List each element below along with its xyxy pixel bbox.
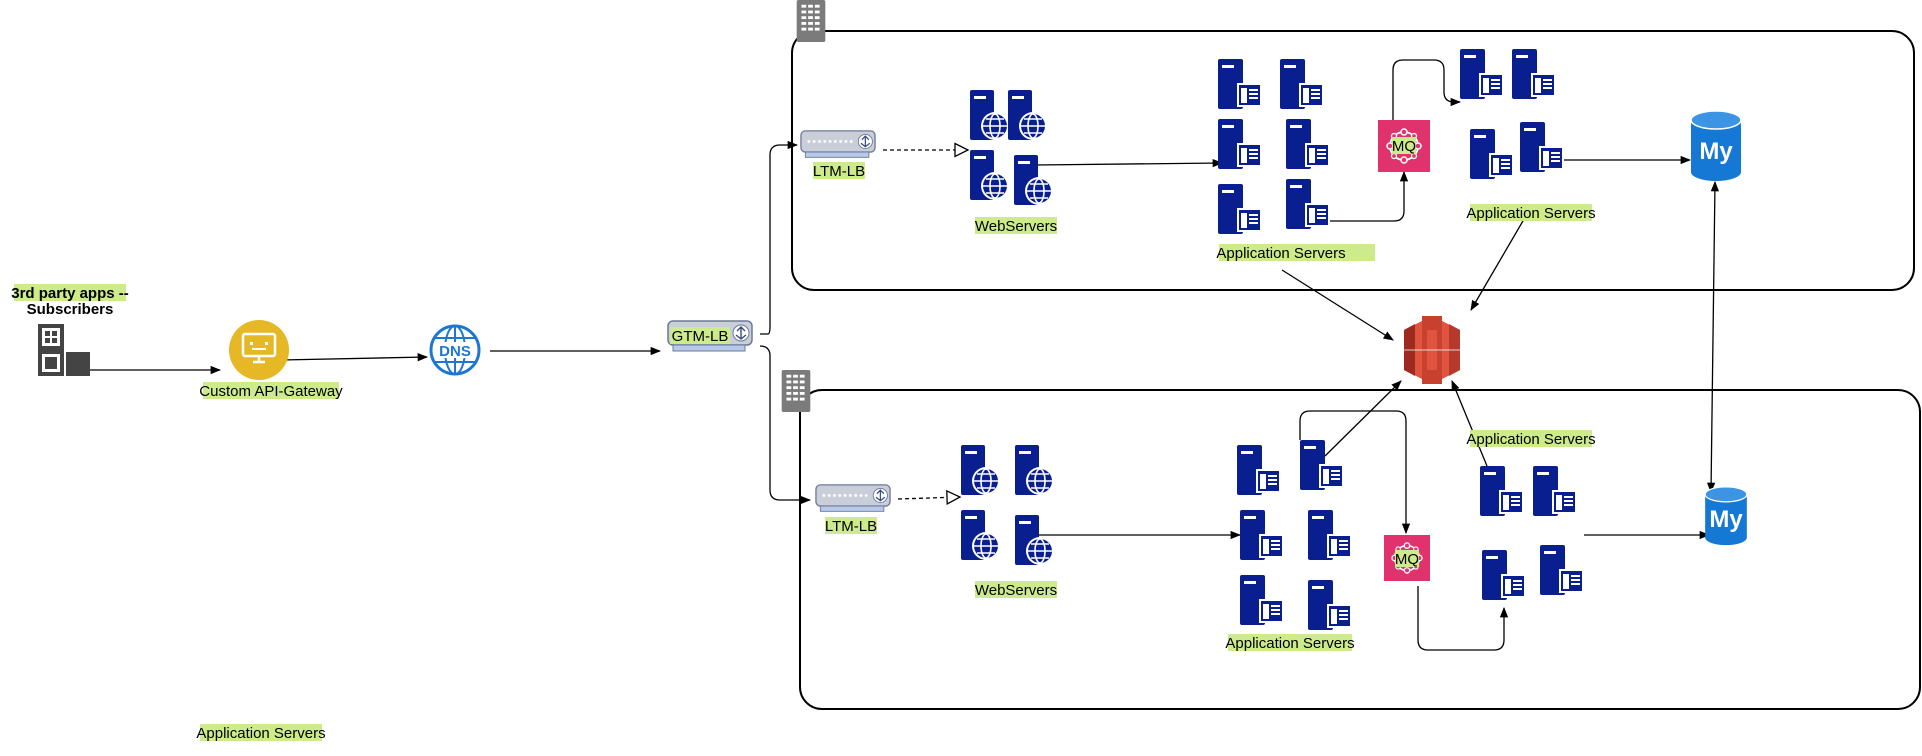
ltm-lb-top-label: LTM-LB (813, 163, 865, 180)
building-blocks-icon (38, 324, 90, 376)
server-icon (1520, 122, 1564, 172)
server-icon (1533, 466, 1577, 516)
app-servers-bottom-left-label: Application Servers (1225, 635, 1354, 652)
app-servers-top-right-group: Application Servers (1460, 49, 1596, 222)
web-server-icon (961, 510, 1001, 561)
web-server-icon (961, 445, 1001, 496)
dns-label: DNS (439, 343, 471, 360)
edge-gtm-ltm-top (760, 140, 799, 335)
subscribers-node: 3rd party apps -- Subscribers (11, 284, 129, 376)
web-server-icon (970, 150, 1010, 201)
webservers-top-label: WebServers (975, 218, 1057, 235)
edge-web-app-top (1034, 158, 1224, 168)
server-icon (1482, 550, 1526, 600)
server-icon (1308, 510, 1352, 560)
mq-top-label: MQ (1392, 138, 1416, 155)
server-icon (1280, 59, 1324, 109)
region-top (791, 30, 1915, 291)
edge-gtm-ltm-bottom (759, 345, 812, 505)
mysql-bottom-node: My (1704, 486, 1748, 546)
server-icon (1218, 59, 1262, 109)
server-icon (1470, 129, 1514, 179)
app-servers-bottom-right-group: Application Servers (1466, 430, 1596, 600)
ltm-lb-top-node: LTM-LB (800, 130, 876, 180)
server-icon (1237, 445, 1281, 495)
server-icon (1218, 184, 1262, 234)
stray-app-servers-label: Application Servers (196, 724, 326, 742)
server-icon (1460, 49, 1504, 99)
web-server-icon (1015, 515, 1055, 566)
web-server-icon (1014, 155, 1054, 206)
mysql-top-node: My (1690, 110, 1742, 182)
app-servers-top-left-group: Application Servers (1216, 59, 1375, 262)
edges (88, 59, 1720, 651)
server-icon (1308, 580, 1352, 630)
edge-mq-app-top (1392, 59, 1462, 122)
server-icon (1300, 440, 1344, 490)
server-icon (1240, 510, 1284, 560)
edge-app-s3-bottom-right (1451, 380, 1488, 467)
load-balancer-icon (815, 484, 891, 513)
ltm-lb-bottom-label: LTM-LB (825, 518, 877, 535)
webservers-top-group: WebServers (970, 90, 1057, 235)
ltm-lb-bottom-node: LTM-LB (815, 484, 891, 535)
gtm-lb-node: GTM-LB (667, 320, 753, 352)
server-icon (1480, 466, 1524, 516)
monitor-gateway-icon (229, 320, 289, 380)
web-server-icon (1015, 445, 1055, 496)
mq-top-node: MQ (1378, 120, 1430, 172)
load-balancer-icon (800, 130, 876, 159)
edge-app-mq-bottom (1299, 410, 1411, 535)
edge-mq-app-bottom (1417, 586, 1509, 651)
mq-bottom-label: MQ (1395, 551, 1419, 568)
web-server-icon (970, 90, 1010, 141)
server-icon (1512, 49, 1556, 99)
datacenter-building-icon (796, 0, 826, 42)
web-server-icon (1008, 90, 1048, 141)
edge-mysql-sync (1706, 180, 1720, 494)
datacenter-building-icon (781, 370, 811, 412)
dns-node: DNS (429, 324, 481, 376)
server-icon (1540, 545, 1584, 595)
edge-app-mq-top (1330, 170, 1409, 222)
server-icon (1286, 119, 1330, 169)
dns-globe-icon (429, 324, 481, 376)
server-icon (1240, 575, 1284, 625)
app-servers-top-left-label: Application Servers (1216, 245, 1345, 262)
api-gateway-node: Custom API-Gateway (199, 320, 343, 400)
region-bottom (799, 389, 1921, 710)
api-gateway-label: Custom API-Gateway (199, 383, 343, 400)
server-icon (1286, 179, 1330, 229)
edge-app-s3-top-right (1470, 213, 1528, 311)
edge-app-s3-top-left (1281, 269, 1394, 341)
s3-node (1404, 316, 1460, 384)
stray-app-servers-text: Application Servers (196, 725, 325, 742)
app-servers-bottom-right-label: Application Servers (1466, 431, 1595, 448)
webservers-bottom-label: WebServers (975, 582, 1057, 599)
mq-bottom-node: MQ (1384, 535, 1430, 581)
edge-app-s3-bottom-left (1324, 380, 1402, 457)
gtm-lb-label: GTM-LB (672, 328, 729, 345)
server-icon (1218, 119, 1262, 169)
subscribers-label-line2: Subscribers (27, 301, 114, 318)
webservers-bottom-group: WebServers (961, 445, 1057, 599)
edge-ltm-web-bottom (897, 497, 960, 499)
app-servers-top-right-label: Application Servers (1466, 205, 1595, 222)
mysql-bottom-label: My (1709, 506, 1743, 533)
edge-gateway-dns (280, 353, 429, 362)
mysql-top-label: My (1699, 138, 1733, 165)
app-servers-bottom-left-group: Application Servers (1225, 440, 1355, 652)
s3-bucket-icon (1404, 316, 1460, 384)
subscribers-label-line1: 3rd party apps -- (11, 285, 129, 302)
